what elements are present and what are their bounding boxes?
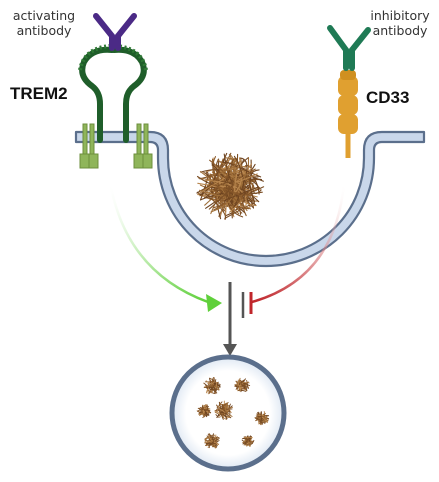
aggregate-fiber: [210, 168, 236, 213]
aggregate-fiber: [223, 186, 259, 202]
aggregate-fiber: [205, 441, 213, 445]
aggregate-fiber: [209, 379, 212, 383]
activating-antibody: [93, 13, 137, 51]
aggregate-fiber: [241, 385, 250, 389]
aggregate-fiber: [249, 439, 255, 445]
aggregate-fiber: [235, 173, 258, 183]
aggregate-fiber: [196, 405, 208, 412]
aggregate-fiber: [213, 377, 216, 390]
aggregate-fiber: [218, 158, 237, 175]
aggregate-fiber: [261, 416, 269, 423]
output-arrowhead: [223, 344, 237, 356]
aggregate-fiber: [213, 437, 220, 441]
aggregate-fiber: [202, 408, 207, 411]
trem2-label: TREM2: [10, 84, 68, 103]
aggregate-fiber: [223, 408, 229, 413]
aggregate-fiber: [213, 382, 221, 387]
aggregate-fiber: [205, 387, 210, 394]
aggregate-fiber: [216, 409, 231, 418]
aggregate-fiber: [197, 177, 226, 195]
aggregate-fiber: [265, 415, 269, 422]
aggregate-fiber: [216, 404, 233, 410]
aggregate-fiber: [258, 421, 263, 423]
aggregate-fiber: [206, 174, 224, 213]
cd33-receptor: [338, 70, 358, 158]
activating-label-line2: antibody: [16, 23, 72, 38]
cd33-label: CD33: [366, 88, 410, 107]
aggregate-fiber: [211, 381, 218, 388]
aggregate-fiber: [204, 410, 208, 417]
aggregate-fiber: [198, 410, 200, 413]
aggregate-fiber: [205, 384, 216, 395]
inhibitory-label-line1: inhibitory: [370, 8, 430, 23]
aggregate-fiber: [240, 379, 248, 389]
aggregate-fiber: [249, 169, 260, 203]
aggregate-fiber: [234, 380, 242, 387]
aggregate-fiber: [199, 171, 209, 201]
aggregate-fiber: [212, 184, 244, 200]
aggregate-fiber: [202, 404, 207, 414]
aggregate-fiber: [208, 433, 214, 446]
degraded-aggregates: [196, 377, 270, 449]
aggregate-fiber: [218, 401, 224, 410]
aggregate-fiber: [208, 181, 234, 210]
activation-arrowhead: [206, 294, 222, 312]
inhibitory-antibody: [327, 25, 371, 71]
aggregate-fiber: [260, 411, 263, 421]
aggregate-fiber: [234, 161, 242, 193]
aggregate-fiber: [209, 389, 213, 394]
aggregate-fiber: [222, 413, 228, 420]
protein-aggregate: [196, 152, 265, 220]
activating-label-line1: activating: [12, 8, 76, 23]
adaptor-proteins: [79, 123, 153, 169]
activating-antibody-label: activating antibody: [4, 8, 84, 38]
aggregate-fiber: [204, 157, 238, 206]
inhibition-arrow: [251, 181, 346, 304]
aggregate-fiber: [200, 189, 227, 220]
inhibitory-antibody-label: inhibitory antibody: [364, 8, 436, 38]
aggregate-fiber: [217, 405, 221, 416]
aggregate-fiber: [224, 405, 233, 417]
aggregate-fiber: [208, 434, 218, 444]
activation-arrow: [108, 181, 209, 304]
aggregate-fiber: [256, 416, 268, 423]
aggregate-fiber: [216, 158, 241, 191]
aggregate-fiber: [219, 411, 228, 414]
aggregate-fiber: [218, 408, 224, 420]
aggregate-fiber: [212, 385, 217, 391]
cell-membrane: [74, 130, 426, 268]
aggregate-fiber: [242, 436, 246, 443]
aggregate-fiber: [241, 385, 246, 390]
inhibitory-label-line2: antibody: [372, 23, 428, 38]
aggregate-fiber: [233, 155, 245, 203]
aggregate-fiber: [197, 406, 203, 409]
aggregate-fiber: [252, 182, 262, 195]
